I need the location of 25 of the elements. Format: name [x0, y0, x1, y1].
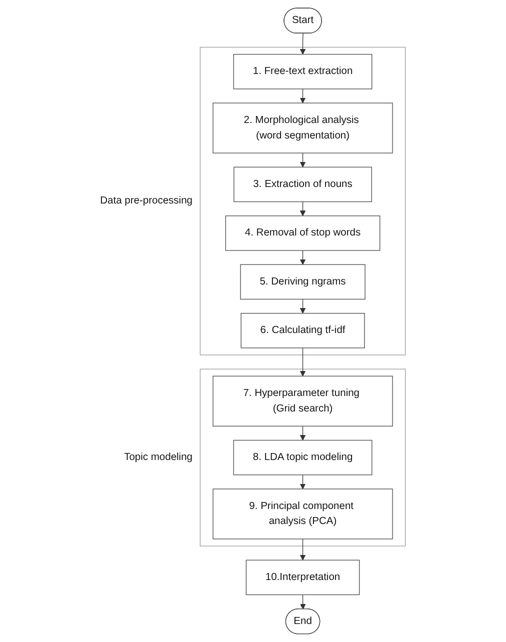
cluster: [200, 46, 406, 356]
node-box: 9. Principal component analysis (PCA): [212, 488, 394, 540]
node-box: 10.Interpretation: [246, 560, 360, 596]
arrow: [300, 201, 306, 216]
node-box: 6. Calculating tf-idf: [241, 312, 366, 348]
node-box: 3. Extraction of nouns: [234, 166, 372, 202]
arrow: [300, 298, 306, 314]
arrow: [300, 594, 306, 610]
node-box: 7. Hyperparameter tuning (Grid search): [212, 376, 394, 426]
arrow: [300, 33, 306, 55]
arrow: [300, 152, 306, 168]
cluster: [200, 368, 406, 546]
arrow: [300, 88, 306, 104]
arrow: [300, 538, 306, 560]
arrow: [300, 348, 306, 376]
node-box: 5. Deriving ngrams: [240, 264, 366, 300]
node-box: 2. Morphological analysis (word segmentation): [212, 102, 394, 154]
node-label: Data pre-processing: [100, 195, 193, 206]
node-box: 1. Free-text extraction: [234, 54, 372, 90]
node-box: 4. Removal of stop words: [226, 216, 380, 251]
arrow: [300, 474, 306, 490]
node-box: 8. LDA topic modeling: [234, 440, 372, 476]
arrow: [300, 250, 306, 265]
arrow: [300, 426, 306, 440]
node-label: Topic modeling: [124, 452, 193, 463]
